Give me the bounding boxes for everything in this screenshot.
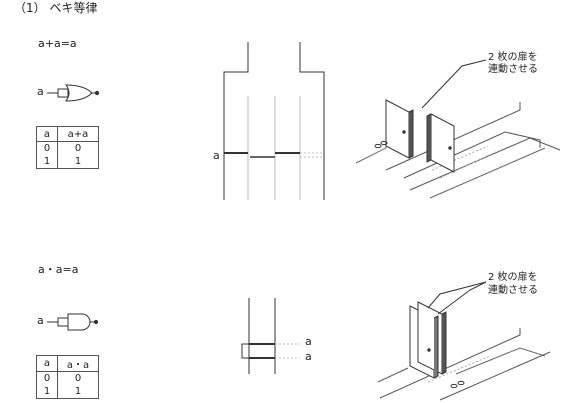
or-door-corridor <box>355 59 561 199</box>
or-callout-line1: 2 枚の扉を <box>488 52 538 63</box>
page-title: （1） ベキ等律 <box>14 1 98 15</box>
or-gate-icon <box>47 84 100 102</box>
and-callout-line2: 連動させる <box>488 285 538 296</box>
and-door-corridor <box>377 281 551 401</box>
or-table-cell: 1 <box>57 155 99 169</box>
or-table-cell: 0 <box>57 141 99 155</box>
and-table-cell: 1 <box>57 385 99 399</box>
and-gate-icon <box>47 313 99 331</box>
or-equation: a+a=a <box>38 37 77 50</box>
and-equation: a・a=a <box>38 263 79 276</box>
or-parallel-paths <box>223 42 325 200</box>
and-gate-input-label: a <box>37 314 44 327</box>
or-wire-label: a <box>213 149 220 162</box>
or-callout-line2: 連動させる <box>488 64 538 75</box>
or-gate-input-label: a <box>37 85 44 98</box>
or-truth-table: a a+a 0 0 1 1 <box>36 126 99 169</box>
and-wire-label-2: a <box>305 350 312 363</box>
and-table-header-result: a・a <box>57 355 99 372</box>
or-table-header-result: a+a <box>57 126 99 142</box>
and-callout-line1: 2 枚の扉を <box>488 272 538 283</box>
and-table-cell: 0 <box>57 371 99 385</box>
and-wire-label-1: a <box>305 335 312 348</box>
and-series-paths <box>241 298 300 374</box>
and-truth-table: a a・a 0 0 1 1 <box>36 355 99 399</box>
